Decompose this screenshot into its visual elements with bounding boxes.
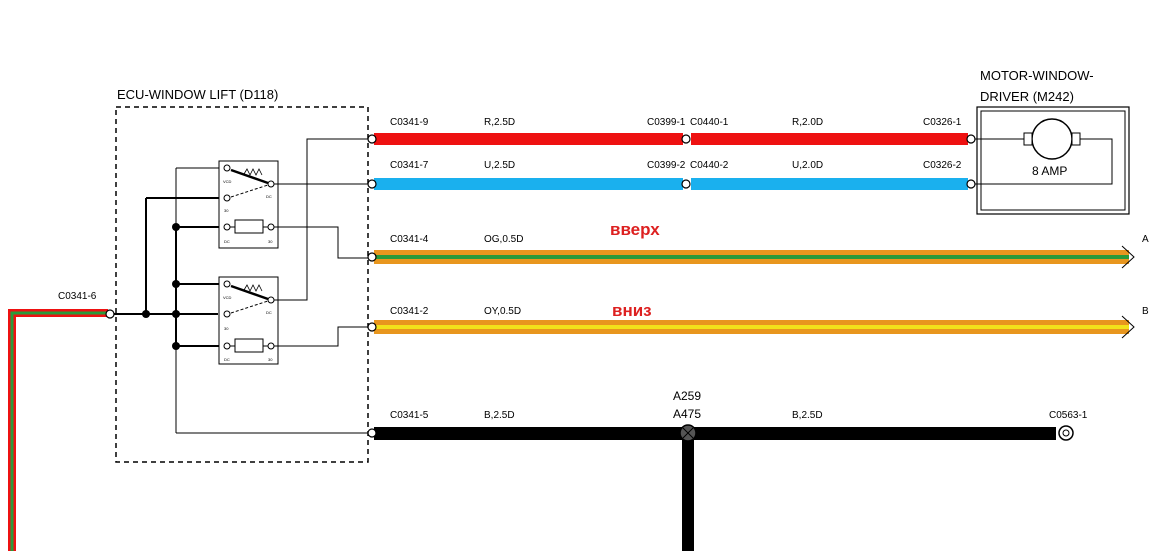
splice-label-1: A259 [673, 389, 701, 403]
oy-spec-label: OY,0.5D [484, 306, 521, 317]
motor-rating: 8 AMP [1032, 164, 1067, 178]
blue-mid-right-label: C0440-2 [690, 160, 729, 171]
wire-black: C0341-5 B,2.5D A259 A475 B,2.5D C0563-1 [367, 389, 1088, 551]
og-end-tag: A [1142, 234, 1149, 245]
ecu-title: ECU-WINDOW LIFT (D118) [117, 87, 278, 102]
input-terminal [105, 309, 115, 319]
motor-title-line1: MOTOR-WINDOW- [980, 68, 1094, 83]
oy-pin-label: C0341-2 [390, 306, 429, 317]
red-mid-right-label: C0440-1 [690, 117, 729, 128]
blue-end-label: C0326-2 [923, 160, 962, 171]
relay-up [218, 160, 279, 249]
blue-pin-label: C0341-7 [390, 160, 429, 171]
red-pin-label: C0341-9 [390, 117, 429, 128]
svg-text:DC: DC [266, 194, 272, 199]
input-harness: C0341-6 [8, 291, 115, 551]
og-pin-label: C0341-4 [390, 234, 429, 245]
annotation-down: вниз [612, 301, 652, 320]
svg-text:30: 30 [268, 239, 273, 244]
wire-blue: C0341-7 U,2.5D C0399-2 C0440-2 U,2.0D C0… [367, 160, 976, 190]
black-pin-label: C0341-5 [390, 410, 429, 421]
svg-text:VCD: VCD [223, 295, 232, 300]
red-spec2-label: R,2.0D [792, 117, 823, 128]
svg-text:VCD: VCD [223, 179, 232, 184]
wire-orange-yellow: C0341-2 OY,0.5D вниз B [367, 301, 1149, 339]
svg-text:DC: DC [266, 310, 272, 315]
motor-icon [1031, 118, 1073, 160]
ecu-box [115, 106, 369, 463]
blue-spec1-label: U,2.5D [484, 160, 515, 171]
svg-text:30: 30 [224, 208, 229, 213]
window-motor: MOTOR-WINDOW- DRIVER (M242) 8 AMP [975, 68, 1130, 215]
blue-mid-left-label: C0399-2 [647, 160, 686, 171]
black-spec1-label: B,2.5D [484, 410, 515, 421]
svg-text:30: 30 [268, 357, 273, 362]
blue-spec2-label: U,2.0D [792, 160, 823, 171]
input-connector-label: C0341-6 [58, 291, 97, 302]
oy-end-tag: B [1142, 306, 1149, 317]
black-end-label: C0563-1 [1049, 410, 1088, 421]
motor-title-line2: DRIVER (M242) [980, 89, 1074, 104]
wire-red: C0341-9 R,2.5D C0399-1 C0440-1 R,2.0D C0… [367, 117, 976, 145]
svg-text:30: 30 [224, 326, 229, 331]
splice-label-2: A475 [673, 407, 701, 421]
black-spec2-label: B,2.5D [792, 410, 823, 421]
red-end-label: C0326-1 [923, 117, 962, 128]
red-spec1-label: R,2.5D [484, 117, 515, 128]
red-mid-left-label: C0399-1 [647, 117, 686, 128]
annotation-up: вверх [610, 220, 660, 239]
og-spec-label: OG,0.5D [484, 234, 523, 245]
wire-orange-green: C0341-4 OG,0.5D вверх A [367, 220, 1149, 269]
svg-text:DC: DC [224, 239, 230, 244]
ecu-internal-wiring: VCD DC 30 DC 30 VCD DC 30 DC 30 [114, 138, 368, 434]
svg-text:DC: DC [224, 357, 230, 362]
